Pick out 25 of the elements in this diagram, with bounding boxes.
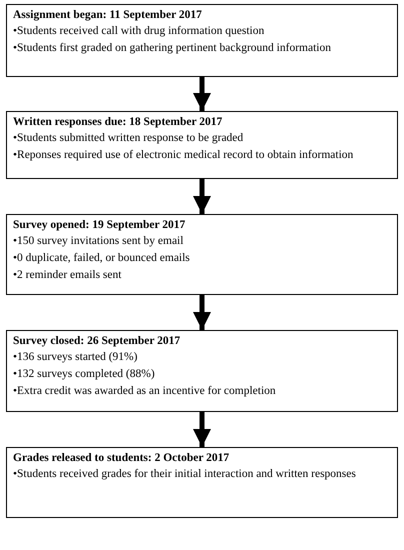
box-heading: Survey closed: 26 September 2017: [13, 335, 182, 347]
arrow: [193, 412, 211, 447]
bullet-item: •136 surveys started (91%): [13, 350, 138, 365]
bullet-item: •150 survey invitations sent by email: [13, 234, 184, 249]
box-heading: Written responses due: 18 September 2017: [13, 116, 224, 128]
box-heading: Survey opened: 19 September 2017: [13, 219, 186, 231]
process-box: [6, 330, 398, 412]
bullet-item: •Students received call with drug information question: [13, 24, 266, 39]
bullet-item: •2 reminder emails sent: [13, 268, 122, 283]
bullet-item: •Extra credit was awarded as an incentive for completion: [13, 384, 277, 399]
arrow: [193, 179, 211, 214]
bullet-item: •Reponses required use of electronic medical record to obtain information: [13, 148, 354, 163]
process-box: [6, 4, 398, 77]
box-heading: Assignment began: 11 September 2017: [13, 9, 203, 21]
bullet-item: •132 surveys completed (88%): [13, 366, 156, 382]
process-box: [6, 214, 398, 295]
arrow: [193, 77, 211, 111]
bullet-item: •Students submitted written response to be graded: [13, 131, 244, 146]
bullet-item: •Students first graded on gathering pertinent background information: [13, 40, 332, 56]
arrow: [193, 295, 211, 330]
process-box: [6, 111, 398, 179]
process-box: [6, 447, 398, 518]
box-heading: Grades released to students: 2 October 2017: [13, 452, 230, 464]
bullet-item: •0 duplicate, failed, or bounced emails: [13, 250, 191, 266]
bullet-item: •Students received grades for their initial interaction and written responses: [13, 467, 357, 482]
